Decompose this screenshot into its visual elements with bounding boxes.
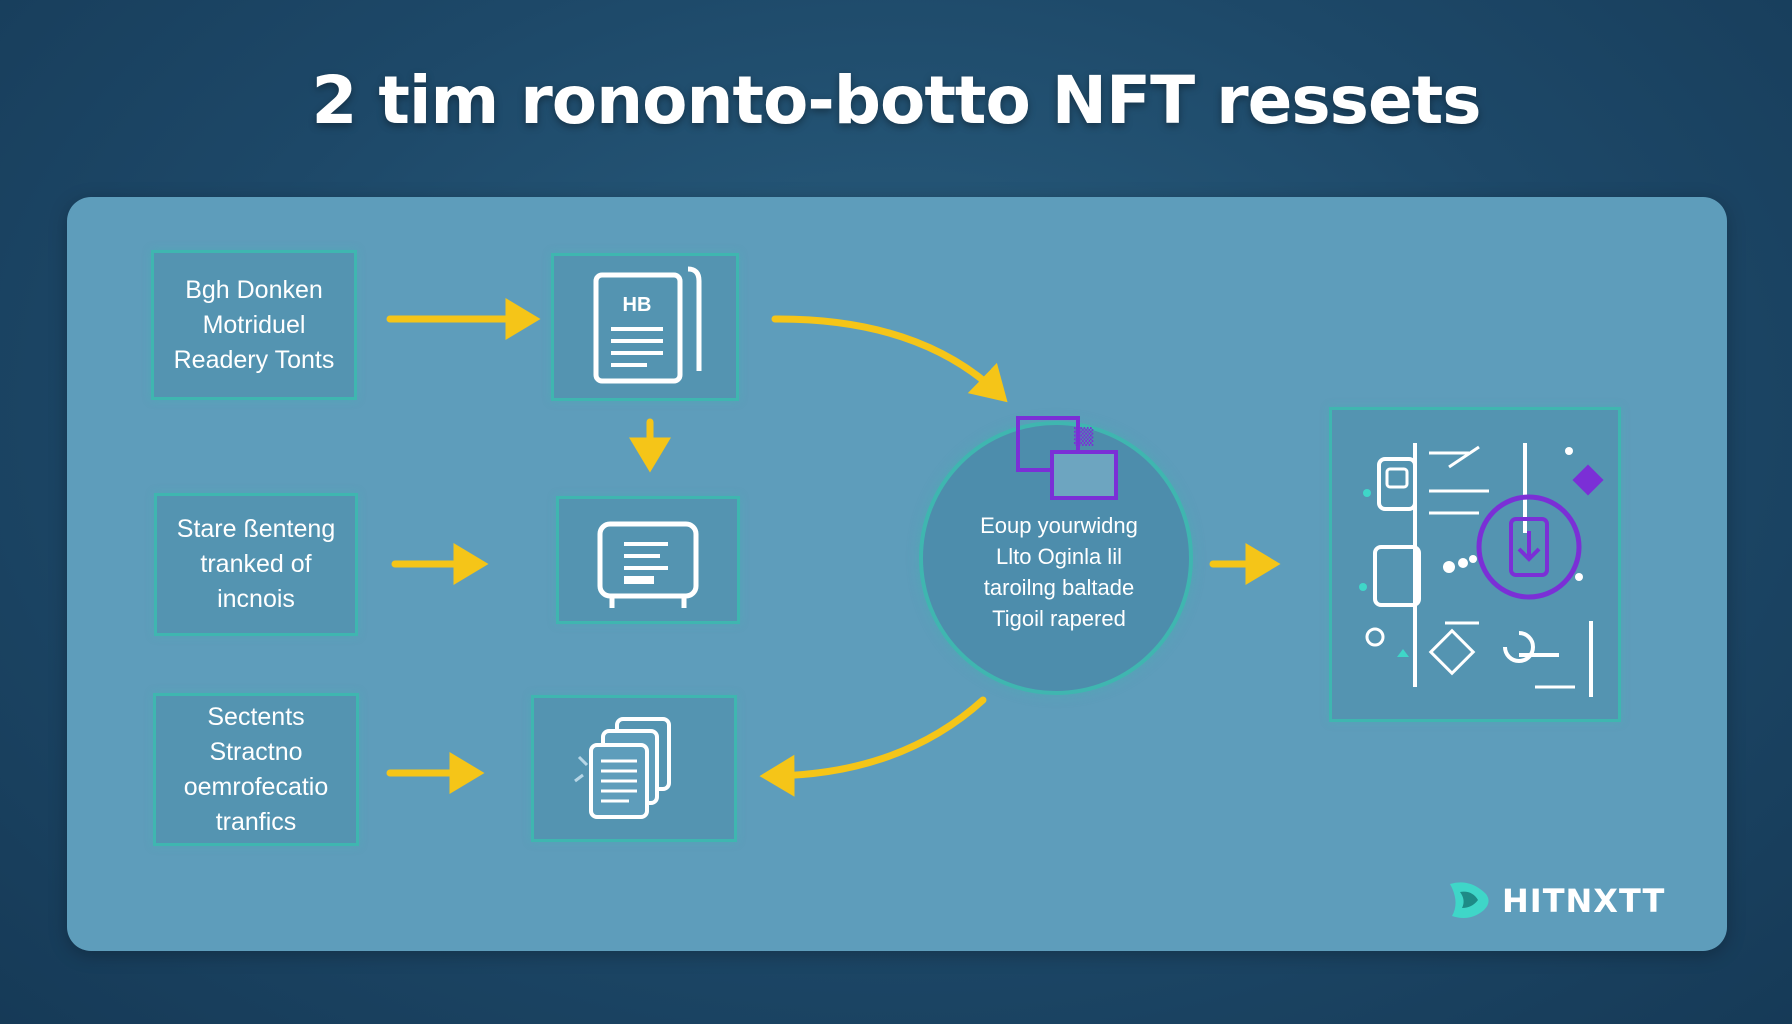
page-title: 2 tim rononto-botto NFT ressets (311, 62, 1481, 139)
source-label-1: Bgh Donken Motriduel Readery Tonts (173, 275, 335, 374)
brand: HITNXTT (1444, 876, 1665, 926)
svg-text:▒▒: ▒▒ (1074, 427, 1094, 446)
document-box: HB (551, 253, 739, 401)
source-box-3: Sectents Stractno oemrofecatio tranfics (153, 693, 359, 846)
brand-name: HITNXTT (1502, 882, 1666, 920)
arrow-hub-stack (759, 696, 987, 797)
monitor-icon (597, 521, 699, 608)
brand-logo-icon (1450, 882, 1489, 918)
stacked-documents-icon (574, 717, 671, 819)
arrow-document-hub (771, 315, 1008, 403)
document-icon: HB (593, 266, 702, 384)
source-box-2: Stare ßenteng tranked of incnois (154, 493, 358, 636)
source-label-3: Sectents Stractno oemrofecatio tranfics (183, 702, 329, 836)
stacked-documents-box (531, 695, 737, 842)
source-box-1: Bgh Donken Motriduel Readery Tonts (151, 250, 357, 400)
document-icon-text: HB (623, 294, 652, 316)
nft-collage-icon (1359, 443, 1604, 697)
monitor-box (556, 496, 740, 624)
source-label-2: Stare ßenteng tranked of incnois (176, 515, 336, 613)
hub-label: Eoup yourwidng Llto Oginla lil taroilng … (980, 513, 1138, 631)
windows-icon: ▒▒ (1016, 416, 1118, 500)
result-box (1329, 407, 1621, 722)
